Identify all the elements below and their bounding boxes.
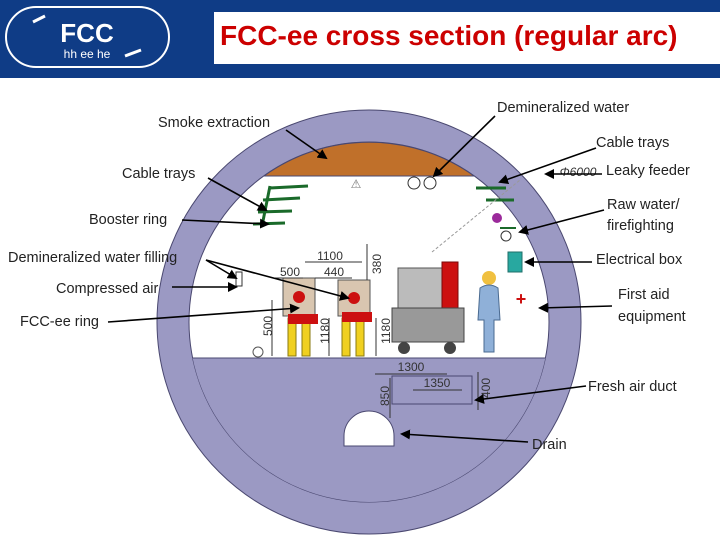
- electrical-box: [507, 251, 523, 273]
- dim-400: 400: [479, 378, 493, 398]
- fan-symbol: ⚠: [351, 177, 362, 191]
- label-raw-water-1: Raw water/: [607, 197, 680, 213]
- label-smoke-extraction: Smoke extraction: [158, 115, 271, 131]
- dim-1180a: 1180: [318, 318, 332, 344]
- collider-magnet: [337, 279, 371, 317]
- magnet-supports: [287, 312, 372, 357]
- dim-1100: 1100: [317, 249, 343, 263]
- label-fresh-air-duct: Fresh air duct: [588, 379, 677, 395]
- pipe: [500, 230, 512, 242]
- dim-1350: 1350: [424, 376, 451, 390]
- dim-1300: 1300: [398, 360, 425, 374]
- fcc-ee-ring-icon: [252, 346, 264, 358]
- booster-magnet: [282, 277, 316, 317]
- logo-main-text: FCC: [60, 18, 114, 48]
- logo-sub-text: hh ee he: [64, 47, 111, 61]
- label-first-aid-2: equipment: [618, 309, 686, 325]
- dim-380: 380: [370, 254, 384, 274]
- callout-arrows: [107, 115, 613, 443]
- water-pipe: [423, 176, 437, 190]
- fcc-logo: FCC hh ee he: [5, 6, 170, 68]
- dim-diameter: Φ6000: [560, 165, 597, 179]
- label-leaky-feeder: Leaky feeder: [606, 163, 690, 179]
- label-booster-ring: Booster ring: [89, 212, 168, 228]
- demin-filling-pipe: [235, 271, 243, 287]
- title-box: [214, 12, 720, 64]
- person-figure: [477, 271, 501, 353]
- dim-1180b: 1180: [379, 318, 393, 344]
- drain: [343, 410, 395, 447]
- dim-500v: 500: [261, 316, 275, 336]
- label-raw-water-2: firefighting: [607, 218, 674, 234]
- dim-500: 500: [280, 265, 300, 279]
- label-drain: Drain: [532, 437, 567, 453]
- header-bar: FCC hh ee he FCC-ee cross section (regul…: [0, 0, 720, 78]
- label-cable-trays-left: Cable trays: [122, 166, 196, 182]
- first-aid-icon: +: [516, 289, 527, 309]
- cable-trays-right: [476, 186, 514, 202]
- label-cable-trays-right: Cable trays: [596, 135, 670, 151]
- label-compressed-air: Compressed air: [56, 281, 159, 297]
- label-demin-water-filling: Demineralized water filling: [8, 250, 178, 266]
- transport-vehicle: [391, 261, 465, 354]
- label-demineralized-water: Demineralized water: [497, 100, 630, 116]
- page-title: FCC-ee cross section (regular arc): [220, 20, 678, 51]
- label-first-aid-1: First aid: [618, 287, 670, 303]
- label-fcc-ee-ring: FCC-ee ring: [20, 314, 99, 330]
- label-electrical-box: Electrical box: [596, 252, 683, 268]
- dim-440: 440: [324, 265, 344, 279]
- raw-water-valve: [492, 213, 502, 223]
- dim-850: 850: [378, 386, 392, 406]
- water-pipe: [407, 176, 421, 190]
